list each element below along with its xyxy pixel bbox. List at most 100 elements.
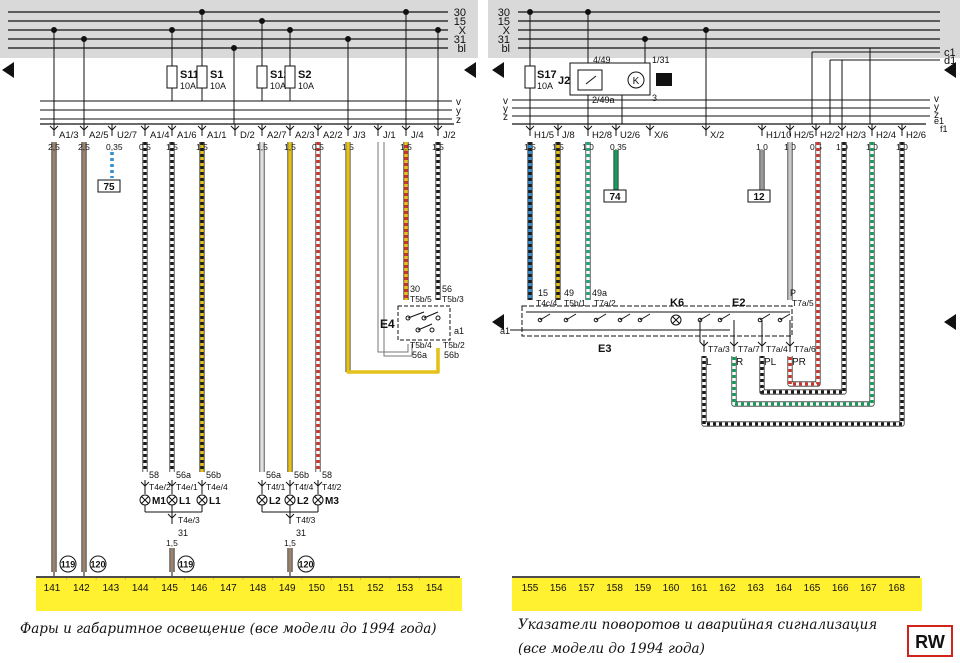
terminal-30: 30	[410, 284, 420, 294]
switch-lever	[565, 313, 577, 321]
wire-size: 1,5	[432, 142, 444, 152]
fuse-name: S17	[537, 69, 557, 81]
conn-T7a2: T7a/2	[594, 298, 616, 308]
number-cell: 162	[719, 583, 736, 594]
lamp-terminal: 56b	[294, 470, 309, 480]
number-cell: 144	[132, 583, 149, 594]
terminal-49a: 49a	[592, 288, 607, 298]
right-bus-label: 31	[498, 34, 510, 46]
connector-label: U2/6	[620, 130, 640, 141]
number-cell: 147	[220, 583, 237, 594]
fuse-body	[524, 65, 536, 89]
number-cell: 157	[578, 583, 595, 594]
right-inner-bus-label: f1	[940, 124, 948, 134]
number-cell: 155	[522, 583, 539, 594]
connector-label: H2/5	[794, 130, 814, 141]
ground-conn-label: T4f/3	[296, 515, 316, 525]
circle-ref	[177, 555, 195, 573]
wire-thin	[377, 142, 409, 353]
conn-T5b5: T5b/5	[410, 294, 432, 304]
connector-label: H2/3	[846, 130, 866, 141]
right-caption-line2: (все модели до 1994 года)	[518, 641, 705, 657]
junction-dot	[642, 36, 648, 42]
circle-ref-label: 120	[90, 560, 105, 570]
connector-label: A2/3	[295, 130, 315, 141]
terminal-P: P	[790, 288, 796, 298]
switch-contact	[435, 315, 441, 321]
lamp-terminal: 56b	[206, 470, 221, 480]
wire-size: 0,5	[312, 142, 324, 152]
switch-lever	[699, 313, 711, 321]
left-inner-bus-label: z	[456, 115, 461, 126]
terminal-a1: a1	[454, 326, 464, 336]
number-cell: 165	[804, 583, 821, 594]
relay-terminal: 1/31	[652, 55, 670, 65]
number-cell: 151	[338, 583, 355, 594]
circle-ref	[59, 555, 77, 573]
lamp-name: L2	[269, 496, 281, 507]
circle-ref-label: 119	[179, 560, 194, 570]
ref-box-74	[603, 189, 627, 203]
output-label: PR	[792, 357, 806, 368]
lamp-name: M1	[152, 496, 166, 507]
lamp-name: L2	[297, 496, 309, 507]
fuse-name: S11	[180, 69, 199, 81]
relay-switch-box	[577, 69, 603, 91]
fuse-body	[196, 65, 208, 89]
lamp-cross	[168, 496, 176, 504]
connector-label: J/1	[383, 130, 396, 141]
output-conn-label: T7a/6	[794, 344, 816, 354]
wire-size: 2,5	[78, 142, 90, 152]
wire-size: 1,0	[756, 142, 768, 152]
switch-E3-label: E3	[598, 343, 611, 355]
connector-label: H1/5	[534, 130, 554, 141]
fuse-rating: 10A	[210, 81, 226, 91]
connector-label: H2/8	[592, 130, 612, 141]
lamp-terminal: 56a	[176, 470, 191, 480]
relay-name: J2	[558, 75, 570, 87]
conn-T5b2: T5b/2	[443, 340, 465, 350]
terminal-15: 15	[538, 288, 548, 298]
ground-size: 1,5	[284, 538, 296, 548]
switch-lever	[595, 313, 607, 321]
relay-terminal: 4/49	[593, 55, 611, 65]
number-cell: 163	[747, 583, 764, 594]
conn-T7a5: T7a/5	[792, 298, 814, 308]
fuse-rating: 10A	[180, 81, 196, 91]
switch-lever	[719, 313, 731, 321]
wire-size: 0,5	[139, 142, 151, 152]
terminal-56: 56	[442, 284, 452, 294]
switch-lever	[407, 311, 439, 331]
left-bus-label: 30	[454, 7, 466, 19]
number-cell: 146	[191, 583, 208, 594]
relay-terminal: 2/49a	[592, 95, 615, 105]
terminal-56b: 56b	[444, 350, 459, 360]
wire-size: 1,5	[196, 142, 208, 152]
right-inner-bus-label: v	[934, 94, 939, 105]
number-cell: 159	[634, 583, 651, 594]
number-cell: 154	[426, 583, 443, 594]
wire-size: 0,35	[106, 142, 123, 152]
junction-dot	[199, 9, 205, 15]
connector-label: J/8	[562, 130, 575, 141]
number-cell: 152	[367, 583, 384, 594]
circle-ref-label: 119	[61, 560, 76, 570]
switch-E2-label: E2	[732, 297, 745, 309]
relay-ref-box	[656, 73, 672, 86]
right-bus-panel	[488, 0, 960, 58]
output-wire-stripe	[732, 142, 874, 406]
lamp-name: L1	[179, 496, 191, 507]
output-wire	[760, 142, 846, 394]
output-conn-label: T7a/4	[766, 344, 788, 354]
connector-label: J/3	[353, 130, 366, 141]
left-bus-label: 31	[454, 34, 466, 46]
connector-label: H1/10	[766, 130, 791, 141]
output-conn-label: T7a/3	[708, 344, 730, 354]
relay-contact	[585, 75, 597, 85]
connector-label: A1/3	[59, 130, 79, 141]
lamp-cross	[286, 496, 294, 504]
relay-terminal: 3	[652, 93, 657, 103]
lamp-conn-label: T4e/1	[176, 482, 198, 492]
lamp-conn-label: T4f/2	[322, 482, 342, 492]
number-cell: 149	[279, 583, 296, 594]
